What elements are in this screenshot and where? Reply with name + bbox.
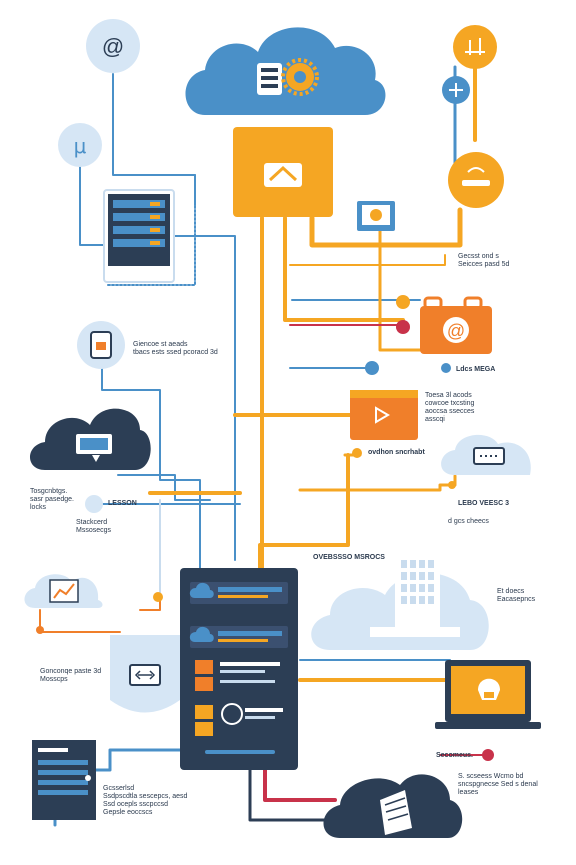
label-right-top: Gecsst ond s Seicces pasd 5d (458, 253, 510, 268)
laptop (435, 660, 541, 729)
antenna-icon (465, 38, 485, 55)
label-left-block3: Gonconqe paste 3d Mosscps (40, 668, 102, 683)
phone-circle (77, 321, 125, 369)
label-left-block2: Stackcerd Mssosecgs (76, 519, 112, 534)
label-saccr: Secomeus. (436, 752, 473, 759)
line-orange-right-2 (289, 254, 446, 266)
label-bottom-left: Gcsserlsd Ssdpscdtla sescepcs, aesd Ssd … (103, 785, 188, 816)
label-bottom-right: S. scseess Wcmo bd sncspgnecse Sed s den… (458, 773, 538, 796)
label-left-block: Tosgcnbtgs. sasr pasedge. locks (30, 488, 74, 511)
label-lebo-sub: d gcs cheecs (448, 518, 489, 525)
blue-circle-small (442, 76, 470, 104)
line-orange-lebo (298, 474, 457, 492)
document-icon (380, 790, 412, 835)
code-icon (134, 670, 156, 680)
line-red-2 (263, 768, 337, 802)
building-icon (370, 627, 460, 637)
left-server (103, 189, 175, 283)
line-orange-right (378, 228, 422, 352)
monitor-icon (478, 678, 500, 700)
label-lesson: LESSON (108, 500, 137, 507)
cloud-chart (24, 574, 163, 634)
cloud-bottom (323, 749, 494, 838)
at-sign-icon-2: @ (447, 321, 465, 341)
central-server (180, 568, 298, 770)
line-orange-bottom (258, 453, 350, 577)
line-mu-down (79, 164, 108, 246)
at-circle: @ (86, 19, 140, 73)
chart-icon (53, 583, 75, 599)
router-icon (268, 165, 298, 182)
at-sign-icon: @ (102, 34, 124, 59)
line-server-dotted (107, 174, 196, 286)
mu-circle: μ (58, 123, 102, 167)
wifi-icon (467, 167, 485, 173)
line-at-down (112, 73, 196, 206)
phone-icon (96, 342, 106, 350)
line-red-3 (248, 768, 332, 822)
top-cloud (185, 27, 386, 115)
cloud-building (311, 553, 489, 650)
gear-icon-small (370, 209, 382, 221)
line-blue-right (289, 299, 421, 369)
label-oversso: OVEBSSSO MSROCS (313, 554, 385, 561)
label-right-block: Et doecs Eacasepncs (497, 588, 536, 603)
label-right-mid: Toesa 3l acods cowcoe txcsting aoccsa ss… (425, 392, 475, 423)
line-cloud-right (117, 474, 211, 501)
orange-circle-top (453, 25, 497, 69)
briefcase-at: @ (396, 295, 492, 354)
cloud-lebo (441, 434, 531, 489)
label-lebo: LEBO VEESC 3 (458, 500, 509, 507)
gear-box (357, 201, 395, 231)
keyboard-icon (80, 438, 108, 450)
wifi-circle (448, 152, 504, 208)
bottom-left-server (32, 740, 96, 820)
label-mega: Ldcs MEGA (456, 366, 496, 373)
router-box (233, 127, 333, 217)
play-icon (375, 406, 390, 424)
label-ovation: ovdhon sncrhabt (368, 449, 425, 456)
lesson-dot (85, 495, 103, 513)
mu-icon: μ (74, 134, 87, 158)
gear-icon (281, 58, 319, 96)
plus-icon (449, 83, 463, 97)
line-phone-right (101, 362, 201, 576)
line-orange-main-2 (283, 216, 405, 322)
cloud-keyboard (30, 408, 151, 470)
shield-screen (110, 635, 180, 713)
play-box (350, 361, 451, 458)
server-stack-icon (257, 63, 282, 95)
line-server-right (171, 235, 236, 561)
label-left-mid: Giencoe st aeads tbacs ests ssed pcoracd… (133, 341, 218, 356)
line-orange-main-3 (309, 207, 463, 248)
